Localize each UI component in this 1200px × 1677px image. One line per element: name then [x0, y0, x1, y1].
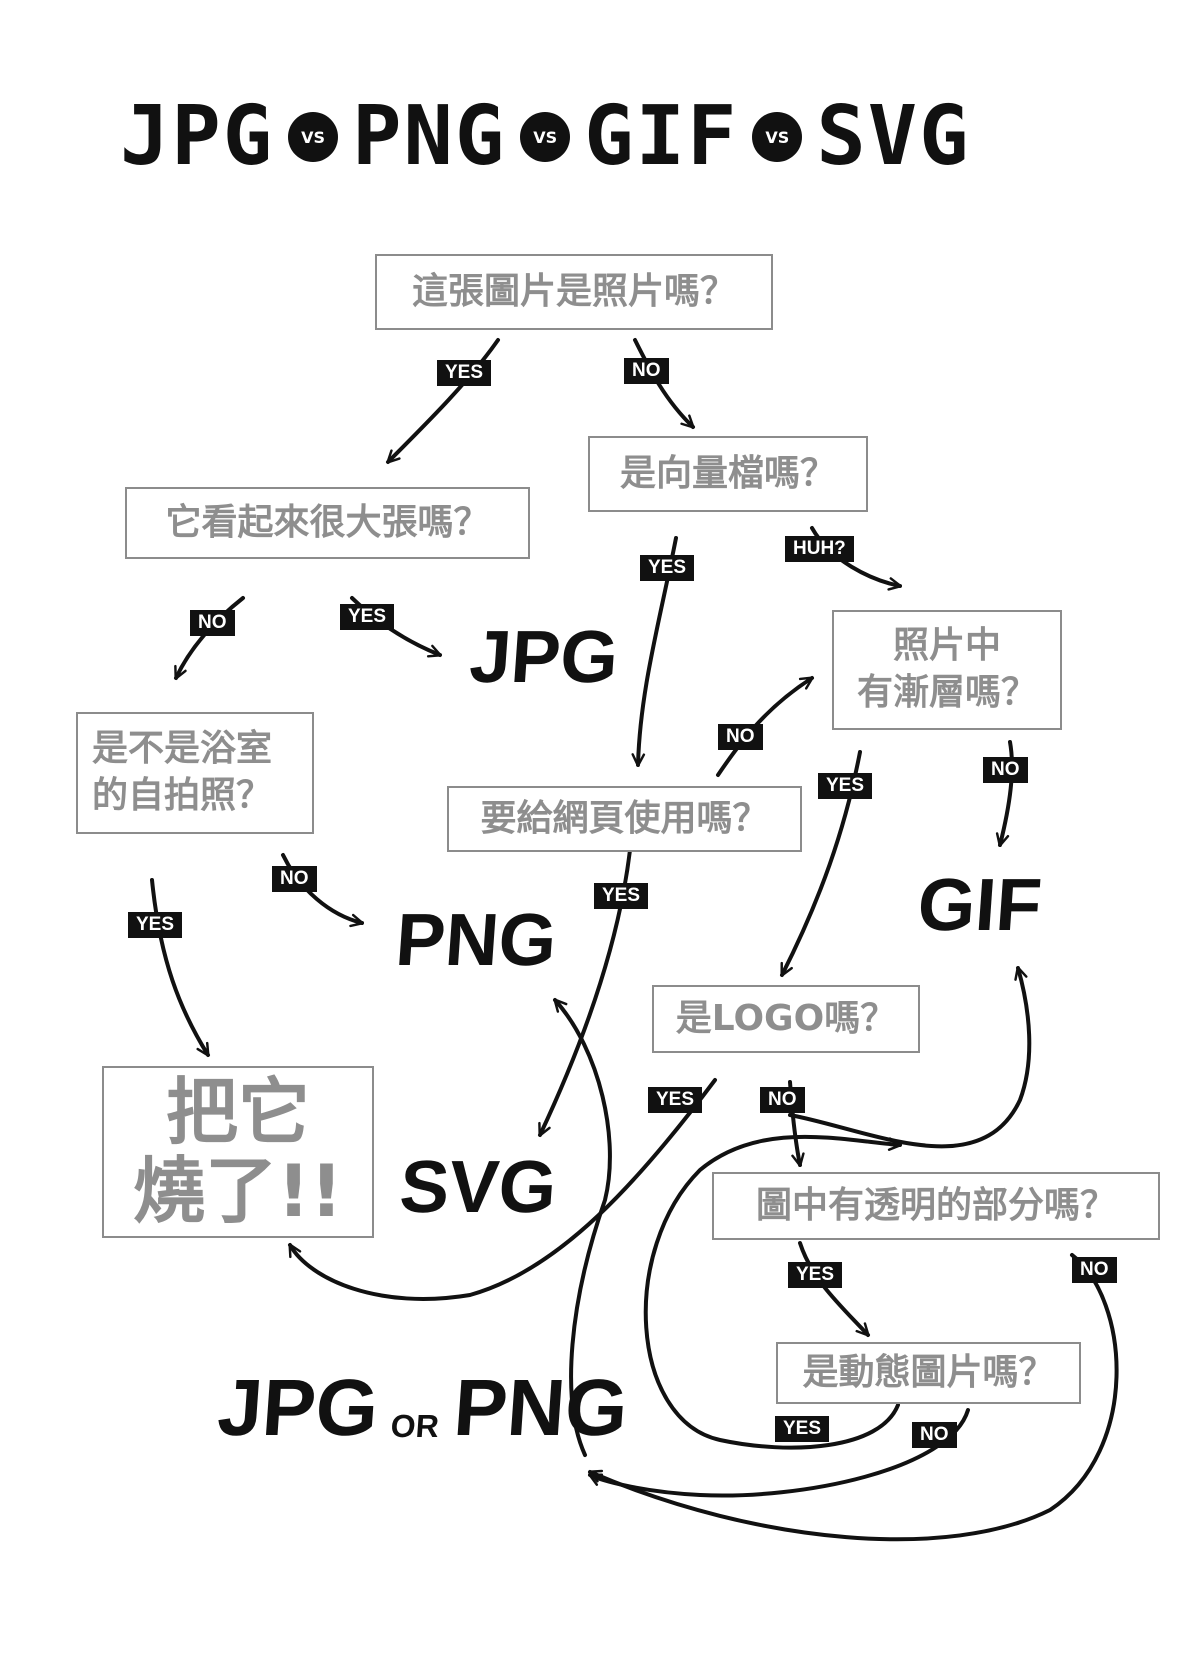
question-text: 是動態圖片嗎？	[802, 1351, 1055, 1393]
title-svg: SVG	[816, 89, 971, 184]
question-text: 照片中	[892, 625, 1001, 667]
arrow-animated-yes-gif	[643, 1134, 902, 1450]
answer-gif: GIF	[915, 863, 1045, 946]
answer-png-part: PNG	[451, 1363, 631, 1452]
label-yes: YES	[788, 1262, 843, 1288]
label-no: NO	[718, 724, 763, 750]
arrow-transparent-no	[588, 1253, 1119, 1542]
answer-png: PNG	[393, 898, 560, 981]
arrow-selfie-no	[281, 853, 364, 928]
label-no: NO	[760, 1087, 805, 1113]
label-no: NO	[1072, 1257, 1117, 1283]
label-yes: YES	[128, 912, 183, 938]
question-text: 是不是浴室	[92, 728, 273, 770]
question-bathroom-selfie: 是不是浴室 的自拍照？	[76, 712, 314, 834]
label-yes: YES	[648, 1087, 703, 1113]
label-no: NO	[272, 866, 317, 892]
label-yes: YES	[818, 773, 873, 799]
label-huh: HUH?	[785, 536, 854, 562]
arrow-logo-yes-burn	[288, 1078, 717, 1301]
arrow-transparent-yes	[798, 1241, 870, 1337]
vs-badge: VS	[752, 112, 803, 162]
arrow-logo-no-gif	[788, 966, 1032, 1149]
vs-badge: VS	[520, 112, 571, 162]
burn-text: 把它	[165, 1069, 310, 1154]
arrow-web-no	[716, 676, 814, 777]
title-jpg: JPG	[120, 89, 275, 184]
answer-jpg-or-png: JPG OR PNG	[214, 1363, 631, 1452]
label-yes: YES	[437, 360, 492, 386]
question-text: 圖中有透明的部分嗎？	[755, 1184, 1116, 1226]
title-gif: GIF	[584, 89, 739, 184]
answer-jpg: JPG	[467, 615, 622, 698]
question-has-transparency: 圖中有透明的部分嗎？	[712, 1172, 1160, 1240]
label-yes: YES	[640, 555, 695, 581]
question-text: 的自拍照？	[92, 775, 273, 816]
question-text: 這張圖片是照片嗎？	[411, 270, 736, 312]
vs-badge: VS	[288, 112, 339, 162]
label-yes: YES	[340, 604, 395, 630]
question-text: 是向量檔嗎？	[619, 452, 836, 494]
question-text: 要給網頁使用嗎？	[480, 797, 769, 839]
label-no: NO	[624, 358, 669, 384]
title-png: PNG	[352, 89, 507, 184]
answer-jpg-part: JPG	[214, 1363, 382, 1452]
arrow-photo-no	[633, 338, 695, 429]
arrow-gradient-no	[995, 740, 1014, 847]
question-text: 是LOGO嗎？	[675, 997, 897, 1039]
question-is-large: 它看起來很大張嗎？	[125, 487, 530, 559]
question-has-gradient: 照片中 有漸層嗎？	[832, 610, 1062, 730]
arrow-selfie-yes	[150, 878, 210, 1057]
label-yes: YES	[594, 883, 649, 909]
burn-text: 燒了!!	[133, 1149, 343, 1233]
label-no: NO	[912, 1422, 957, 1448]
label-no: NO	[190, 610, 235, 636]
question-is-photo: 這張圖片是照片嗎？	[375, 254, 773, 330]
arrow-photo-yes	[386, 338, 500, 464]
question-text: 它看起來很大張嗎？	[165, 501, 490, 543]
label-no: NO	[983, 757, 1028, 783]
question-is-vector: 是向量檔嗎？	[588, 436, 868, 512]
answer-svg: SVG	[397, 1145, 560, 1228]
burn-it-box: 把它 燒了!!	[102, 1066, 374, 1238]
question-is-logo: 是LOGO嗎？	[652, 985, 920, 1053]
question-is-animated: 是動態圖片嗎？	[776, 1342, 1081, 1404]
answer-or-part: OR	[389, 1408, 441, 1444]
question-for-web: 要給網頁使用嗎？	[447, 786, 802, 852]
label-yes: YES	[775, 1416, 830, 1442]
arrow-logo-loop-png	[553, 998, 612, 1457]
page-title: JPG VS PNG VS GIF VS SVG	[120, 92, 970, 182]
question-text: 有漸層嗎？	[856, 672, 1037, 713]
